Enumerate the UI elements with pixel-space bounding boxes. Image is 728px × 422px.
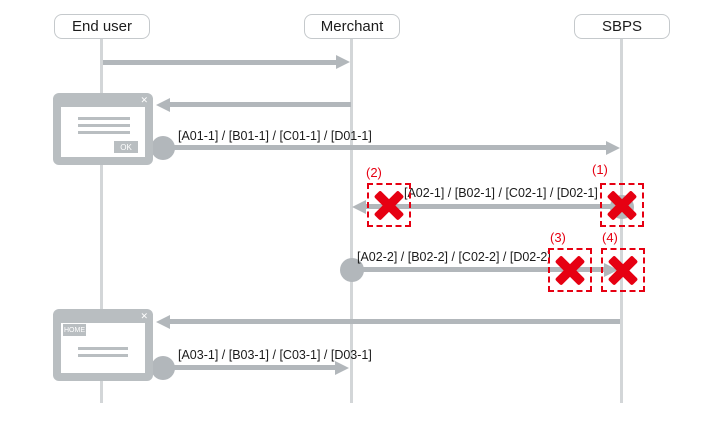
arrow-line-a02-2	[352, 267, 604, 272]
home-badge: HOME	[63, 324, 86, 336]
arrow-line-merchant-to-enduser	[170, 102, 351, 107]
close-icon: ✕	[140, 311, 148, 321]
ok-button: OK	[114, 141, 138, 153]
error-mark-number-3: (3)	[550, 230, 566, 245]
arrow-line-a03	[163, 365, 335, 370]
actor-box-end-user: End user	[54, 14, 150, 39]
home-content: HOME	[61, 323, 145, 373]
close-icon: ✕	[140, 95, 148, 105]
browser-home-window: ✕ HOME	[53, 309, 153, 381]
message-label-a01: [A01-1] / [B01-1] / [C01-1] / [D01-1]	[178, 129, 372, 143]
message-label-a02-2: [A02-2] / [B02-2] / [C02-2] / [D02-2]	[357, 250, 551, 264]
message-label-a02-1: [A02-1] / [B02-1] / [C02-1] / [D02-1]	[404, 186, 598, 200]
error-mark-number-4: (4)	[602, 230, 618, 245]
text-line	[78, 131, 130, 134]
arrow-line-a02-1	[366, 204, 622, 209]
arrowhead-right-icon	[606, 141, 620, 155]
text-line	[78, 124, 130, 127]
arrowhead-right-icon	[335, 361, 349, 375]
lifeline-merchant	[350, 39, 353, 403]
actor-label-end-user: End user	[71, 18, 133, 35]
x-icon	[550, 250, 590, 290]
error-mark-number-2: (2)	[366, 165, 382, 180]
error-mark-box-1	[600, 183, 644, 227]
arrow-line-enduser-to-merchant	[103, 60, 336, 65]
actor-box-sbps: SBPS	[574, 14, 670, 39]
lifeline-end-user	[100, 39, 103, 403]
arrowhead-left-icon	[156, 315, 170, 329]
error-mark-box-3	[548, 248, 592, 292]
arrowhead-left-icon	[156, 98, 170, 112]
x-icon	[602, 185, 642, 225]
error-mark-number-1: (1)	[592, 162, 608, 177]
arrowhead-left-icon	[352, 200, 366, 214]
lifeline-sbps	[620, 39, 623, 403]
dialog-content: OK	[61, 107, 145, 157]
actor-label-sbps: SBPS	[601, 18, 643, 35]
arrow-line-sbps-to-enduser	[170, 319, 620, 324]
text-line	[78, 347, 128, 350]
message-label-a03: [A03-1] / [B03-1] / [C03-1] / [D03-1]	[178, 348, 372, 362]
error-mark-box-2	[367, 183, 411, 227]
actor-box-merchant: Merchant	[304, 14, 400, 39]
actor-label-merchant: Merchant	[320, 18, 384, 35]
text-line	[78, 354, 128, 357]
text-line	[78, 117, 130, 120]
x-icon	[369, 185, 409, 225]
x-icon	[603, 250, 643, 290]
arrowhead-right-icon	[336, 55, 350, 69]
browser-dialog-window: ✕ OK	[53, 93, 153, 165]
error-mark-box-4	[601, 248, 645, 292]
arrow-line-a01	[163, 145, 606, 150]
